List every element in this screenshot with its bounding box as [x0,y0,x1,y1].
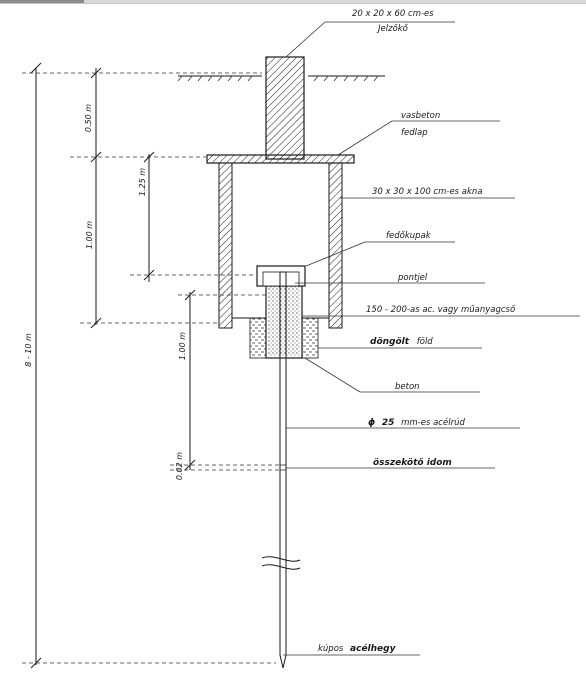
label-rod: ϕ 25 mm-es acélrúd [368,417,465,428]
dim-125: 1.25 m [138,168,147,196]
marker-stone [265,56,305,160]
steel-rod [279,271,287,669]
label-cap: fedőkupak [386,231,432,241]
ground-surface [177,75,385,82]
rammed-soil-left [249,317,267,359]
label-tip: kúpos acélhegy [318,643,397,654]
label-point: pontjel [397,273,428,283]
label-concrete: beton [395,382,420,392]
label-soil-earth: föld [417,337,434,347]
window-top-bar-accent [0,0,84,3]
dim-100b: 1.00 m [178,332,187,360]
cover-slab [206,154,355,164]
label-pipe: 150 - 200-as ac. vagy műanyagcső [366,305,516,315]
label-marker-size: 20 x 20 x 60 cm-es [352,9,434,19]
leader-lines [283,21,580,656]
label-tip-conical: kúpos [318,644,344,654]
window-top-bar [0,0,586,4]
rammed-soil-right [301,317,319,359]
label-rod-diameter: 25 [382,418,395,428]
shaft-wall-right [328,162,343,329]
cover-cap-inner [262,271,300,287]
dim-002: 0.02 m [175,452,184,480]
shaft-wall-left [218,162,233,329]
label-marker-name: Jelzőkő [376,24,409,34]
dim-050: 0.50 m [84,104,93,132]
label-slab-material: vasbeton [401,111,440,121]
label-tip-steel: acélhegy [350,643,397,654]
label-soil-rammed: döngölt [370,337,410,347]
label-rod-symbol: ϕ [368,418,375,428]
label-rod-desc: mm-es acélrúd [401,417,465,428]
concrete-fill [268,286,300,356]
label-joint: összekötő idom [373,458,452,468]
dim-810: 8 - 10 m [24,333,33,367]
dimension-lines [22,62,280,669]
label-slab-name: fedlap [401,128,428,138]
rod-break-mark [261,556,301,570]
label-shaft: 30 x 30 x 100 cm-es akna [372,187,483,197]
label-soil: döngölt föld [370,337,433,347]
dim-100a: 1.00 m [85,221,94,249]
